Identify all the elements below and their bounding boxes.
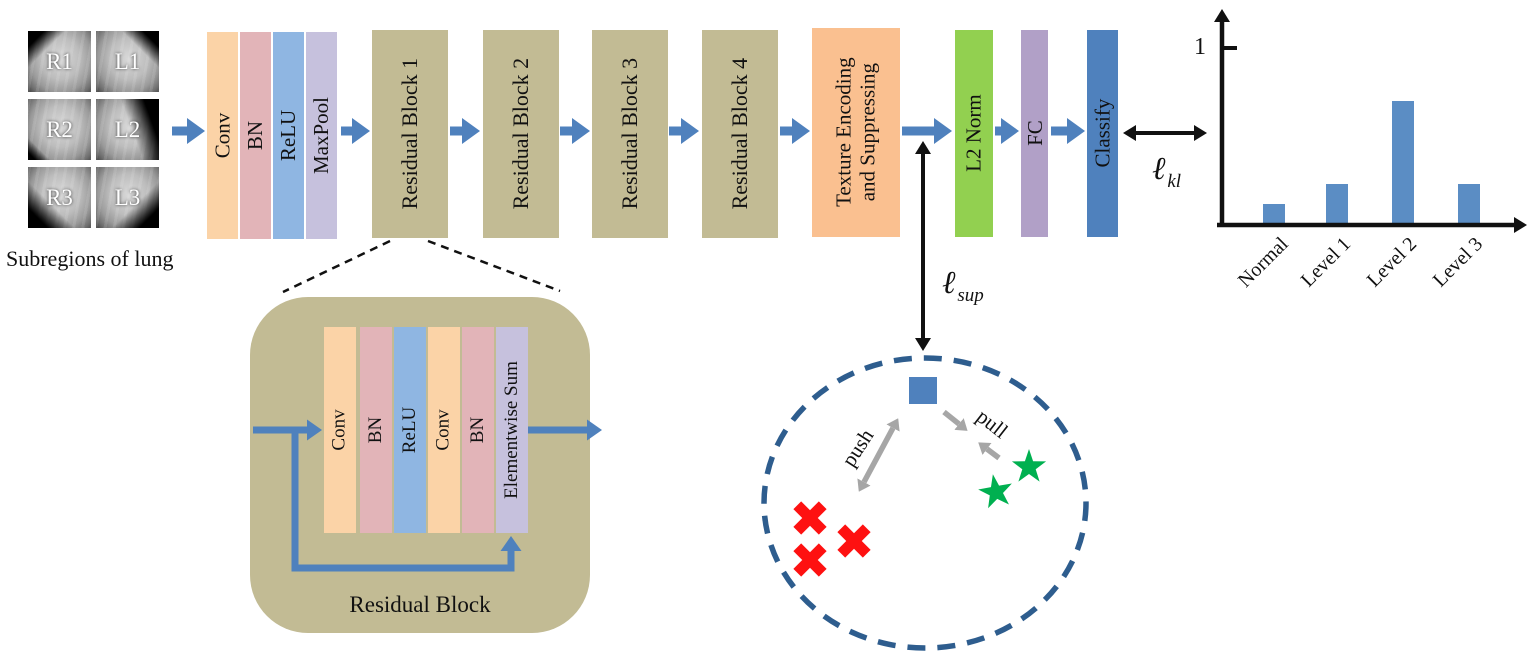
tile-label: R2	[46, 116, 73, 142]
detail-relu-label: ReLU	[399, 406, 420, 454]
x-axis-label-level1: Level 1	[1297, 233, 1356, 292]
xray-tile-l2: L2	[96, 99, 159, 160]
detail-bn2-label: BN	[467, 416, 488, 444]
fc-block: FC	[1021, 30, 1048, 237]
ell-symbol: ℓ	[1152, 150, 1166, 186]
xray-tile-r3: R3	[28, 167, 91, 228]
y-axis-tick-label: 1	[1194, 34, 1206, 60]
lung-image	[28, 99, 91, 160]
xray-tile-r1: R1	[28, 31, 91, 92]
pull-arrow-from-anchor	[942, 409, 968, 431]
connector-left	[282, 239, 391, 294]
xray-tile-l1: L1	[96, 31, 159, 92]
detail-elementwise-sum-layer: Elementwise Sum	[496, 327, 528, 533]
embedding-space-circle	[761, 355, 1089, 651]
conv-label: Conv	[210, 112, 235, 159]
maxpool-label: MaxPool	[309, 96, 334, 175]
detail-relu-layer: ReLU	[394, 327, 426, 533]
residual-block-1-label: Residual Block 1	[397, 58, 423, 210]
probability-bar-chart	[1222, 48, 1522, 225]
lung-image	[28, 31, 91, 92]
texture-encoding-block: Texture Encoding and Suppressing	[812, 28, 900, 237]
x-axis-label-level2: Level 2	[1363, 233, 1422, 292]
residual-block-3-label: Residual Block 3	[617, 58, 643, 210]
detail-bn1-layer: BN	[360, 327, 392, 533]
red-cross-group	[793, 501, 871, 577]
red-cross-icon	[793, 501, 827, 535]
residual-block-1: Residual Block 1	[372, 30, 448, 238]
detail-bn1-label: BN	[365, 416, 386, 444]
push-label: push	[836, 424, 879, 471]
ell-symbol: ℓ	[942, 264, 956, 300]
green-star-group	[976, 449, 1047, 510]
detail-conv2-label: Conv	[433, 409, 454, 451]
detail-conv2-layer: Conv	[428, 327, 460, 533]
blue-square-anchor-icon	[909, 377, 937, 404]
sup-subscript: sup	[957, 285, 984, 306]
tile-label: L2	[114, 116, 141, 142]
x-axis-label-normal: Normal	[1233, 233, 1293, 292]
tile-label: L1	[114, 48, 141, 74]
xray-caption: Subregions of lung	[6, 246, 174, 271]
detail-elementwise-sum-label: Elementwise Sum	[501, 361, 523, 499]
detail-conv1-label: Conv	[329, 409, 350, 451]
red-cross-icon	[837, 524, 871, 558]
residual-block-detail: Conv BN ReLU Conv BN Elementwise Sum	[250, 297, 590, 633]
relu-layer: ReLU	[273, 32, 304, 239]
detail-conv1-layer: Conv	[324, 327, 356, 533]
connector-right	[427, 239, 561, 293]
residual-block-caption: Residual Block	[349, 592, 491, 617]
conv-layer: Conv	[207, 32, 238, 239]
residual-block-3: Residual Block 3	[592, 30, 668, 238]
xray-tile-l3: L3	[96, 167, 159, 228]
green-star-icon	[976, 471, 1016, 510]
fc-label: FC	[1022, 120, 1047, 147]
classify-block: Classify	[1087, 30, 1118, 237]
stem-layers: Conv BN ReLU MaxPool	[207, 32, 339, 239]
l2-norm-label: L2 Norm	[961, 94, 986, 173]
green-star-icon	[1011, 449, 1047, 482]
detail-bn2-layer: BN	[462, 327, 494, 533]
xray-subregion-grid: R1 L1 R2 L2 R3 L3	[28, 31, 159, 228]
texture-encoding-label: Texture Encoding and Suppressing	[831, 57, 881, 208]
x-axis-label-level3: Level 3	[1429, 233, 1488, 292]
residual-block-2: Residual Block 2	[483, 30, 559, 238]
classify-label: Classify	[1090, 99, 1115, 168]
l2-norm-block: L2 Norm	[955, 30, 993, 237]
chart-bar-level2	[1392, 101, 1414, 225]
residual-block-2-label: Residual Block 2	[508, 58, 534, 210]
lung-image	[28, 167, 91, 228]
lung-image	[96, 167, 159, 228]
residual-block-4: Residual Block 4	[702, 30, 778, 238]
residual-block-4-label: Residual Block 4	[727, 58, 753, 210]
lung-image	[96, 99, 159, 160]
tile-label: R1	[46, 48, 73, 74]
kl-subscript: kl	[1167, 171, 1182, 192]
pull-label: pull	[972, 404, 1013, 444]
bn-label: BN	[243, 120, 267, 151]
zoom-connector-lines	[282, 239, 561, 294]
tile-label: L3	[114, 184, 141, 210]
pull-arrow-from-stars	[978, 442, 1001, 461]
chart-bar-level1	[1326, 184, 1348, 225]
relu-label: ReLU	[276, 109, 301, 162]
lung-image	[96, 31, 159, 92]
bn-layer: BN	[240, 32, 271, 239]
xray-tile-r2: R2	[28, 99, 91, 160]
chart-bar-normal	[1263, 204, 1285, 225]
red-cross-icon	[793, 543, 827, 577]
maxpool-layer: MaxPool	[306, 32, 337, 239]
tile-label: R3	[46, 184, 73, 210]
chart-bar-level3	[1458, 184, 1480, 225]
